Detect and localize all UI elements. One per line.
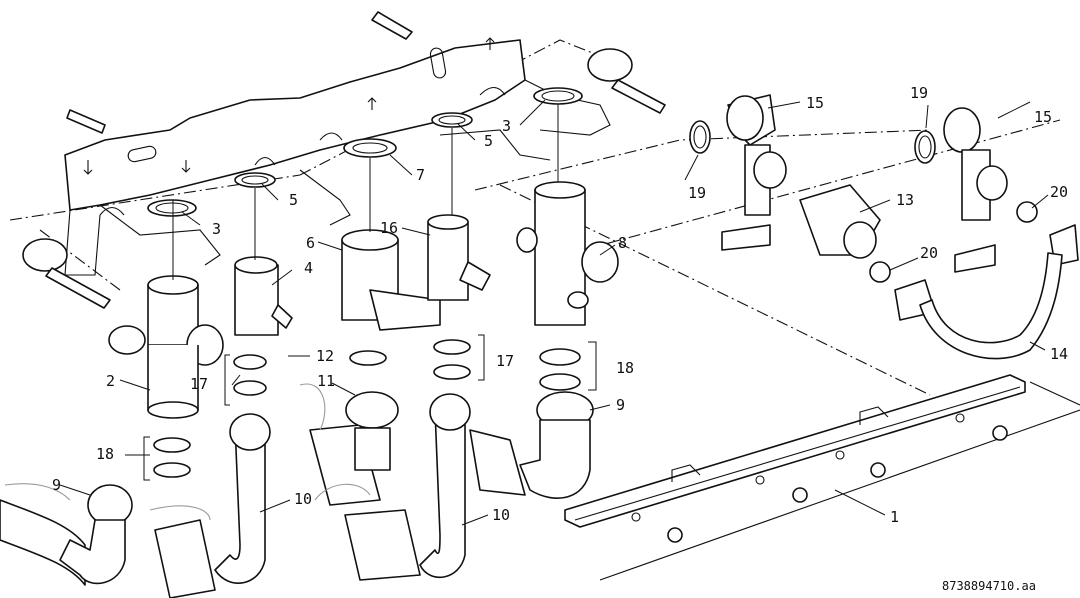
label-part-11: 11 bbox=[317, 372, 335, 390]
label-part-1: 1 bbox=[890, 508, 899, 526]
label-part-17: 17 bbox=[496, 352, 514, 370]
label-part-19: 19 bbox=[910, 84, 928, 102]
label-part-6: 6 bbox=[306, 234, 315, 252]
label-part-4: 4 bbox=[304, 259, 313, 277]
label-part-19: 19 bbox=[688, 184, 706, 202]
mounting-bracket bbox=[64, 37, 611, 276]
label-part-15: 15 bbox=[806, 94, 824, 112]
label-part-12: 12 bbox=[316, 347, 334, 365]
label-part-3: 3 bbox=[212, 220, 221, 238]
label-part-15: 15 bbox=[1034, 108, 1052, 126]
label-part-3: 3 bbox=[502, 117, 511, 135]
label-part-10: 10 bbox=[294, 490, 312, 508]
label-part-7: 7 bbox=[416, 166, 425, 184]
label-part-14: 14 bbox=[1050, 345, 1068, 363]
label-part-17: 17 bbox=[190, 375, 208, 393]
drawing-reference: 8738894710.aa bbox=[942, 579, 1036, 593]
label-part-5: 5 bbox=[289, 191, 298, 209]
label-part-20: 20 bbox=[1050, 183, 1068, 201]
label-part-9: 9 bbox=[52, 476, 61, 494]
label-part-13: 13 bbox=[896, 191, 914, 209]
label-part-10: 10 bbox=[492, 506, 510, 524]
pipes bbox=[0, 383, 594, 598]
bottom-rail bbox=[564, 374, 1080, 581]
label-part-16: 16 bbox=[380, 219, 398, 237]
side-fittings bbox=[721, 94, 1079, 360]
label-part-5: 5 bbox=[484, 132, 493, 150]
rings bbox=[147, 87, 1038, 478]
wall-plug-screws bbox=[22, 11, 666, 309]
label-part-20: 20 bbox=[920, 244, 938, 262]
label-part-2: 2 bbox=[106, 372, 115, 390]
valves bbox=[108, 181, 619, 419]
label-part-18: 18 bbox=[96, 445, 114, 463]
label-part-8: 8 bbox=[618, 234, 627, 252]
part-labels: 1 2 3 3 4 5 5 6 7 8 9 9 10 10 11 12 13 1… bbox=[52, 84, 1068, 593]
label-part-9: 9 bbox=[616, 396, 625, 414]
label-part-18: 18 bbox=[616, 359, 634, 377]
leader-lines bbox=[59, 99, 1049, 526]
